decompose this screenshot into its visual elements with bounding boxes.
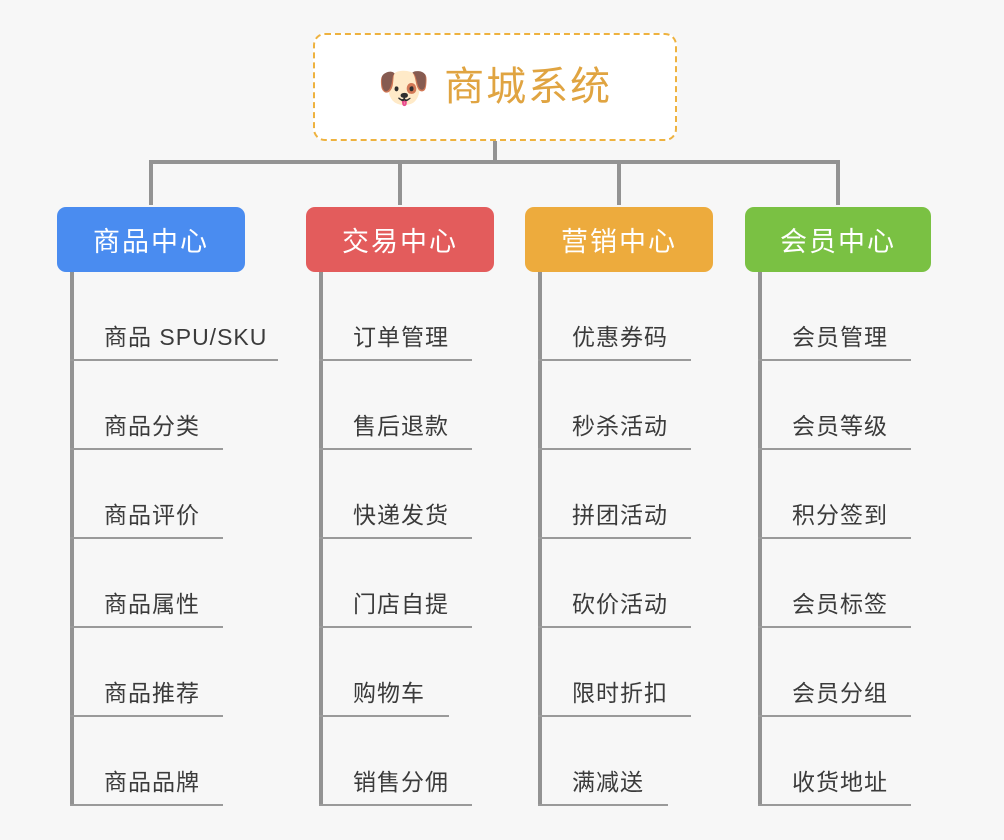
leaf-item-label: 商品分类 [104, 413, 200, 439]
leaf-item[interactable]: 会员等级 [758, 361, 911, 450]
leaf-item-label: 商品 SPU/SKU [104, 324, 268, 350]
root-title: 商城系统 [444, 65, 613, 109]
leaf-item[interactable]: 会员标签 [758, 539, 911, 628]
leaf-item-underline [319, 715, 449, 717]
leaf-item-label: 满减送 [572, 769, 644, 795]
leaf-item[interactable]: 限时折扣 [538, 628, 691, 717]
leaf-item[interactable]: 优惠券码 [538, 272, 691, 361]
leaf-item-underline [758, 359, 911, 361]
leaf-item-underline [319, 537, 472, 539]
leaf-item-label: 购物车 [353, 680, 425, 706]
leaf-item-underline [538, 359, 691, 361]
leaf-item[interactable]: 销售分佣 [319, 717, 472, 806]
leaf-item-label: 快递发货 [353, 502, 449, 528]
leaf-item[interactable]: 快递发货 [319, 450, 472, 539]
drop-connector-product-center [149, 160, 153, 205]
leaf-item[interactable]: 秒杀活动 [538, 361, 691, 450]
drop-connector-marketing-center [617, 160, 621, 205]
category-header-member-center[interactable]: 会员中心 [745, 207, 931, 272]
dog-face-icon: 🐶 [377, 64, 431, 111]
leaf-item-underline [70, 715, 223, 717]
leaf-item[interactable]: 商品分类 [70, 361, 267, 450]
leaf-item[interactable]: 门店自提 [319, 539, 472, 628]
leaf-item-underline [758, 715, 911, 717]
leaf-item-label: 订单管理 [353, 324, 449, 350]
leaf-list-member-center: 会员管理会员等级积分签到会员标签会员分组收货地址 [758, 272, 911, 806]
horizontal-bus-connector [150, 160, 838, 164]
leaf-item-label: 积分签到 [792, 502, 888, 528]
leaf-item[interactable]: 会员分组 [758, 628, 911, 717]
leaf-item-underline [758, 626, 911, 628]
leaf-spine-trade-center [319, 272, 323, 806]
leaf-item-label: 会员分组 [792, 680, 888, 706]
leaf-item-label: 销售分佣 [353, 769, 449, 795]
leaf-item[interactable]: 商品属性 [70, 539, 267, 628]
leaf-item-underline [758, 537, 911, 539]
leaf-item[interactable]: 拼团活动 [538, 450, 691, 539]
leaf-item-label: 会员标签 [792, 591, 888, 617]
drop-connector-trade-center [398, 160, 402, 205]
leaf-item-label: 拼团活动 [572, 502, 668, 528]
leaf-list-trade-center: 订单管理售后退款快递发货门店自提购物车销售分佣 [319, 272, 472, 806]
leaf-item[interactable]: 购物车 [319, 628, 449, 717]
leaf-item-label: 门店自提 [353, 591, 449, 617]
leaf-item[interactable]: 售后退款 [319, 361, 472, 450]
category-header-label: 商品中心 [93, 227, 209, 257]
leaf-item-label: 收货地址 [792, 769, 888, 795]
leaf-item-label: 商品属性 [104, 591, 200, 617]
leaf-list-product-center: 商品 SPU/SKU 商品分类商品评价商品属性商品推荐商品品牌 [70, 272, 278, 806]
leaf-item-label: 会员管理 [792, 324, 888, 350]
leaf-spine-product-center [70, 272, 74, 806]
category-header-label: 会员中心 [780, 227, 896, 257]
leaf-item-label: 会员等级 [792, 413, 888, 439]
leaf-item[interactable]: 商品评价 [70, 450, 267, 539]
category-header-label: 交易中心 [342, 227, 458, 257]
leaf-item-underline [319, 626, 472, 628]
category-header-label: 营销中心 [561, 227, 677, 257]
leaf-item[interactable]: 满减送 [538, 717, 668, 806]
leaf-item[interactable]: 砍价活动 [538, 539, 691, 628]
leaf-item-label: 商品推荐 [104, 680, 200, 706]
leaf-item-underline [319, 448, 472, 450]
leaf-item-underline [538, 448, 691, 450]
leaf-item-underline [70, 537, 223, 539]
leaf-item[interactable]: 商品推荐 [70, 628, 267, 717]
leaf-spine-member-center [758, 272, 762, 806]
leaf-item-underline [538, 626, 691, 628]
trunk-connector [493, 141, 497, 164]
leaf-item[interactable]: 商品品牌 [70, 717, 267, 806]
leaf-item-label: 售后退款 [353, 413, 449, 439]
leaf-item[interactable]: 订单管理 [319, 272, 472, 361]
leaf-item-underline [758, 448, 911, 450]
leaf-item-underline [538, 537, 691, 539]
leaf-item[interactable]: 积分签到 [758, 450, 911, 539]
leaf-item-label: 限时折扣 [572, 680, 668, 706]
category-header-product-center[interactable]: 商品中心 [57, 207, 245, 272]
leaf-item-label: 优惠券码 [572, 324, 668, 350]
leaf-item-underline [70, 448, 223, 450]
leaf-item-underline [758, 804, 911, 806]
leaf-item[interactable]: 会员管理 [758, 272, 911, 361]
leaf-item-label: 秒杀活动 [572, 413, 668, 439]
leaf-list-marketing-center: 优惠券码秒杀活动拼团活动砍价活动限时折扣满减送 [538, 272, 691, 806]
leaf-item-underline [70, 626, 223, 628]
leaf-item-underline [319, 804, 472, 806]
leaf-item-underline [538, 804, 668, 806]
leaf-item-label: 商品品牌 [104, 769, 200, 795]
leaf-item[interactable]: 商品 SPU/SKU [70, 272, 278, 361]
category-header-marketing-center[interactable]: 营销中心 [525, 207, 713, 272]
root-node[interactable]: 🐶 商城系统 [313, 33, 677, 141]
drop-connector-member-center [836, 160, 840, 205]
leaf-item-label: 商品评价 [104, 502, 200, 528]
leaf-item-underline [538, 715, 691, 717]
leaf-spine-marketing-center [538, 272, 542, 806]
leaf-item-underline [70, 804, 223, 806]
leaf-item-underline [319, 359, 472, 361]
category-header-trade-center[interactable]: 交易中心 [306, 207, 494, 272]
leaf-item-label: 砍价活动 [572, 591, 668, 617]
leaf-item[interactable]: 收货地址 [758, 717, 911, 806]
leaf-item-underline [70, 359, 278, 361]
